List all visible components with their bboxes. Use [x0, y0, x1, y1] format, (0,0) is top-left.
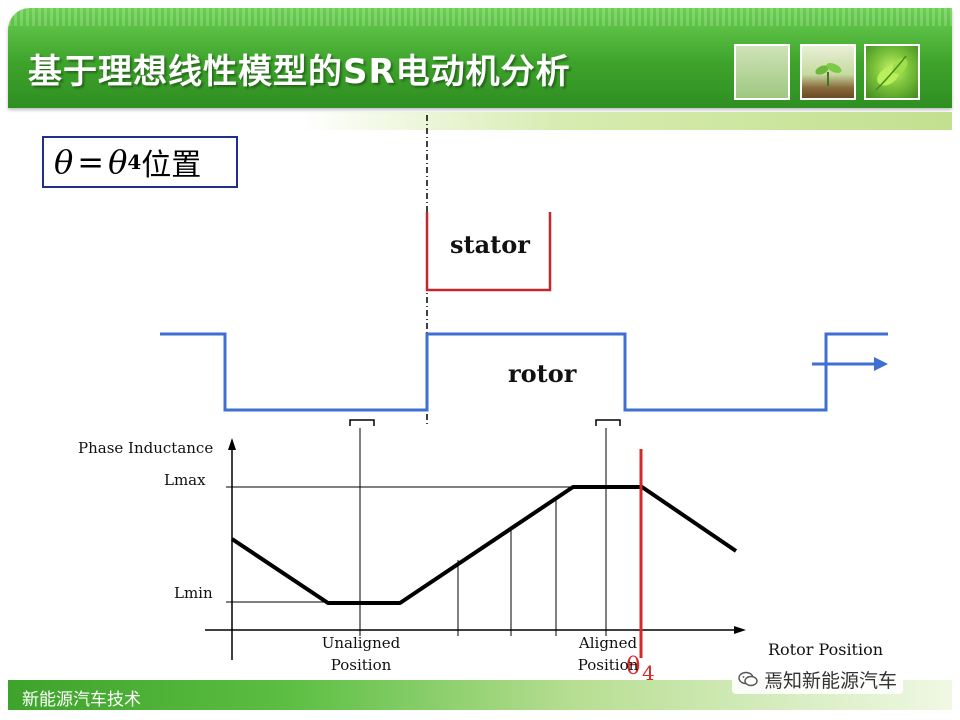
rotor-profile	[160, 332, 888, 412]
slide-header: 基于理想线性模型的SR电动机分析	[0, 0, 960, 135]
header-thumbnail-sprout-image	[800, 44, 856, 100]
bracket-mark-right	[595, 419, 621, 426]
lmax-label: Lmax	[164, 471, 206, 489]
header-sub-stripe	[300, 112, 952, 130]
unaligned-label-line1: Unaligned	[322, 634, 401, 652]
theta-rhs-symbol: θ	[108, 143, 128, 181]
theta4-marker-subscript: 4	[642, 661, 655, 685]
unaligned-label-line2: Position	[331, 656, 392, 674]
position-suffix: 位置	[141, 148, 202, 183]
equals-sign: =	[77, 143, 105, 181]
bracket-mark-left	[349, 419, 375, 426]
watermark-text: 焉知新能源汽车	[764, 669, 898, 692]
wechat-icon	[738, 671, 758, 687]
aligned-label-line2: Position	[578, 656, 639, 674]
theta-symbol: θ	[54, 143, 74, 181]
slide-title: 基于理想线性模型的SR电动机分析	[28, 52, 571, 92]
footer-text: 新能源汽车技术	[22, 690, 141, 710]
inductance-curve	[230, 485, 738, 605]
rotor-label: rotor	[508, 359, 577, 388]
title-band	[8, 8, 952, 108]
watermark: 焉知新能源汽车	[732, 664, 904, 694]
leaf-icon	[875, 55, 908, 91]
y-axis-arrow	[228, 438, 236, 450]
x-axis-arrow	[734, 626, 746, 634]
lmin-label: Lmin	[174, 584, 213, 602]
header-thumbnail-blank	[734, 44, 790, 100]
sprout-icon	[815, 63, 842, 86]
theta-rhs-subscript: 4	[127, 150, 142, 174]
stator-pole	[425, 212, 552, 292]
title-band-texture	[8, 8, 952, 26]
rotation-arrow-head	[874, 357, 888, 371]
header-thumbnail-leaf-image	[864, 44, 920, 100]
x-axis-label: Rotor Position	[768, 640, 883, 659]
aligned-label-line1: Aligned	[578, 634, 638, 652]
theta4-marker-symbol: θ	[626, 652, 640, 680]
stator-label: stator	[450, 230, 530, 259]
y-axis-label: Phase Inductance	[78, 439, 213, 457]
